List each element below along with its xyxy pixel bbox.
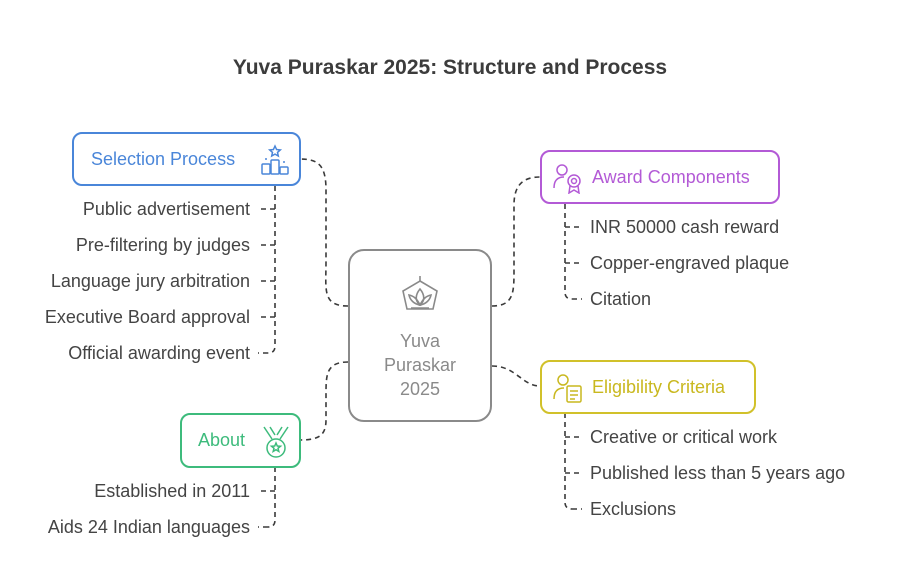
lotus-icon xyxy=(399,275,441,323)
selection-item: Pre-filtering by judges xyxy=(75,235,250,255)
selection-item: Language jury arbitration xyxy=(50,271,250,291)
about-item: Established in 2011 xyxy=(94,481,250,501)
selection-item: Executive Board approval xyxy=(44,307,250,327)
award-components-node: Award Components xyxy=(540,150,780,204)
central-topic-node: Yuva Puraskar 2025 xyxy=(348,249,492,422)
connector-about xyxy=(299,361,349,441)
connector-award xyxy=(491,176,541,307)
about-item: Aids 24 Indian languages xyxy=(47,517,250,537)
central-topic-line-1: Yuva xyxy=(399,331,441,351)
connector-eligibility xyxy=(491,365,541,387)
selection-item: Public advertisement xyxy=(82,199,250,219)
eligibility-item: Published less than 5 years ago xyxy=(590,463,846,483)
eligibility-criteria-label: Eligibility Criteria xyxy=(592,376,726,397)
eligibility-item: Exclusions xyxy=(590,499,677,519)
eligibility-criteria-node: Eligibility Criteria xyxy=(540,360,756,414)
selection-process-node: Selection Process xyxy=(72,132,301,186)
central-topic-line-2: Puraskar xyxy=(383,355,457,375)
award-item: INR 50000 cash reward xyxy=(590,217,780,237)
about-label: About xyxy=(198,430,246,450)
award-item: Copper-engraved plaque xyxy=(590,253,790,273)
eligibility-icon xyxy=(552,372,584,409)
about-node: About xyxy=(180,413,301,468)
diagram-title: Yuva Puraskar 2025: Structure and Proces… xyxy=(232,56,668,79)
eligibility-item: Creative or critical work xyxy=(590,427,778,447)
award-item: Citation xyxy=(590,289,652,309)
award-person-icon xyxy=(552,162,584,199)
medal-icon xyxy=(260,425,292,464)
central-topic-line-3: 2025 xyxy=(399,379,441,399)
selection-item: Official awarding event xyxy=(68,343,250,363)
award-components-label: Award Components xyxy=(592,166,750,187)
connector-selection xyxy=(299,158,349,307)
podium-icon xyxy=(259,144,291,181)
selection-process-label: Selection Process xyxy=(91,148,236,169)
